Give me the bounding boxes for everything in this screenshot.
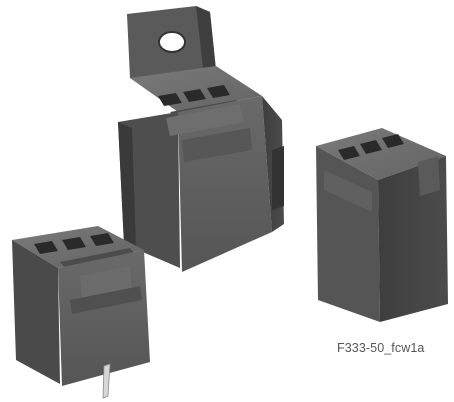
terminal-sockets-right	[338, 134, 404, 160]
bracket-hole	[158, 31, 186, 53]
figure-caption: F333-50_fcw1a	[337, 341, 425, 355]
connector-with-mounting-bracket	[118, 6, 284, 272]
connector-tall	[316, 128, 448, 322]
connector-with-pin	[12, 226, 150, 399]
terminal-pin	[102, 363, 111, 399]
